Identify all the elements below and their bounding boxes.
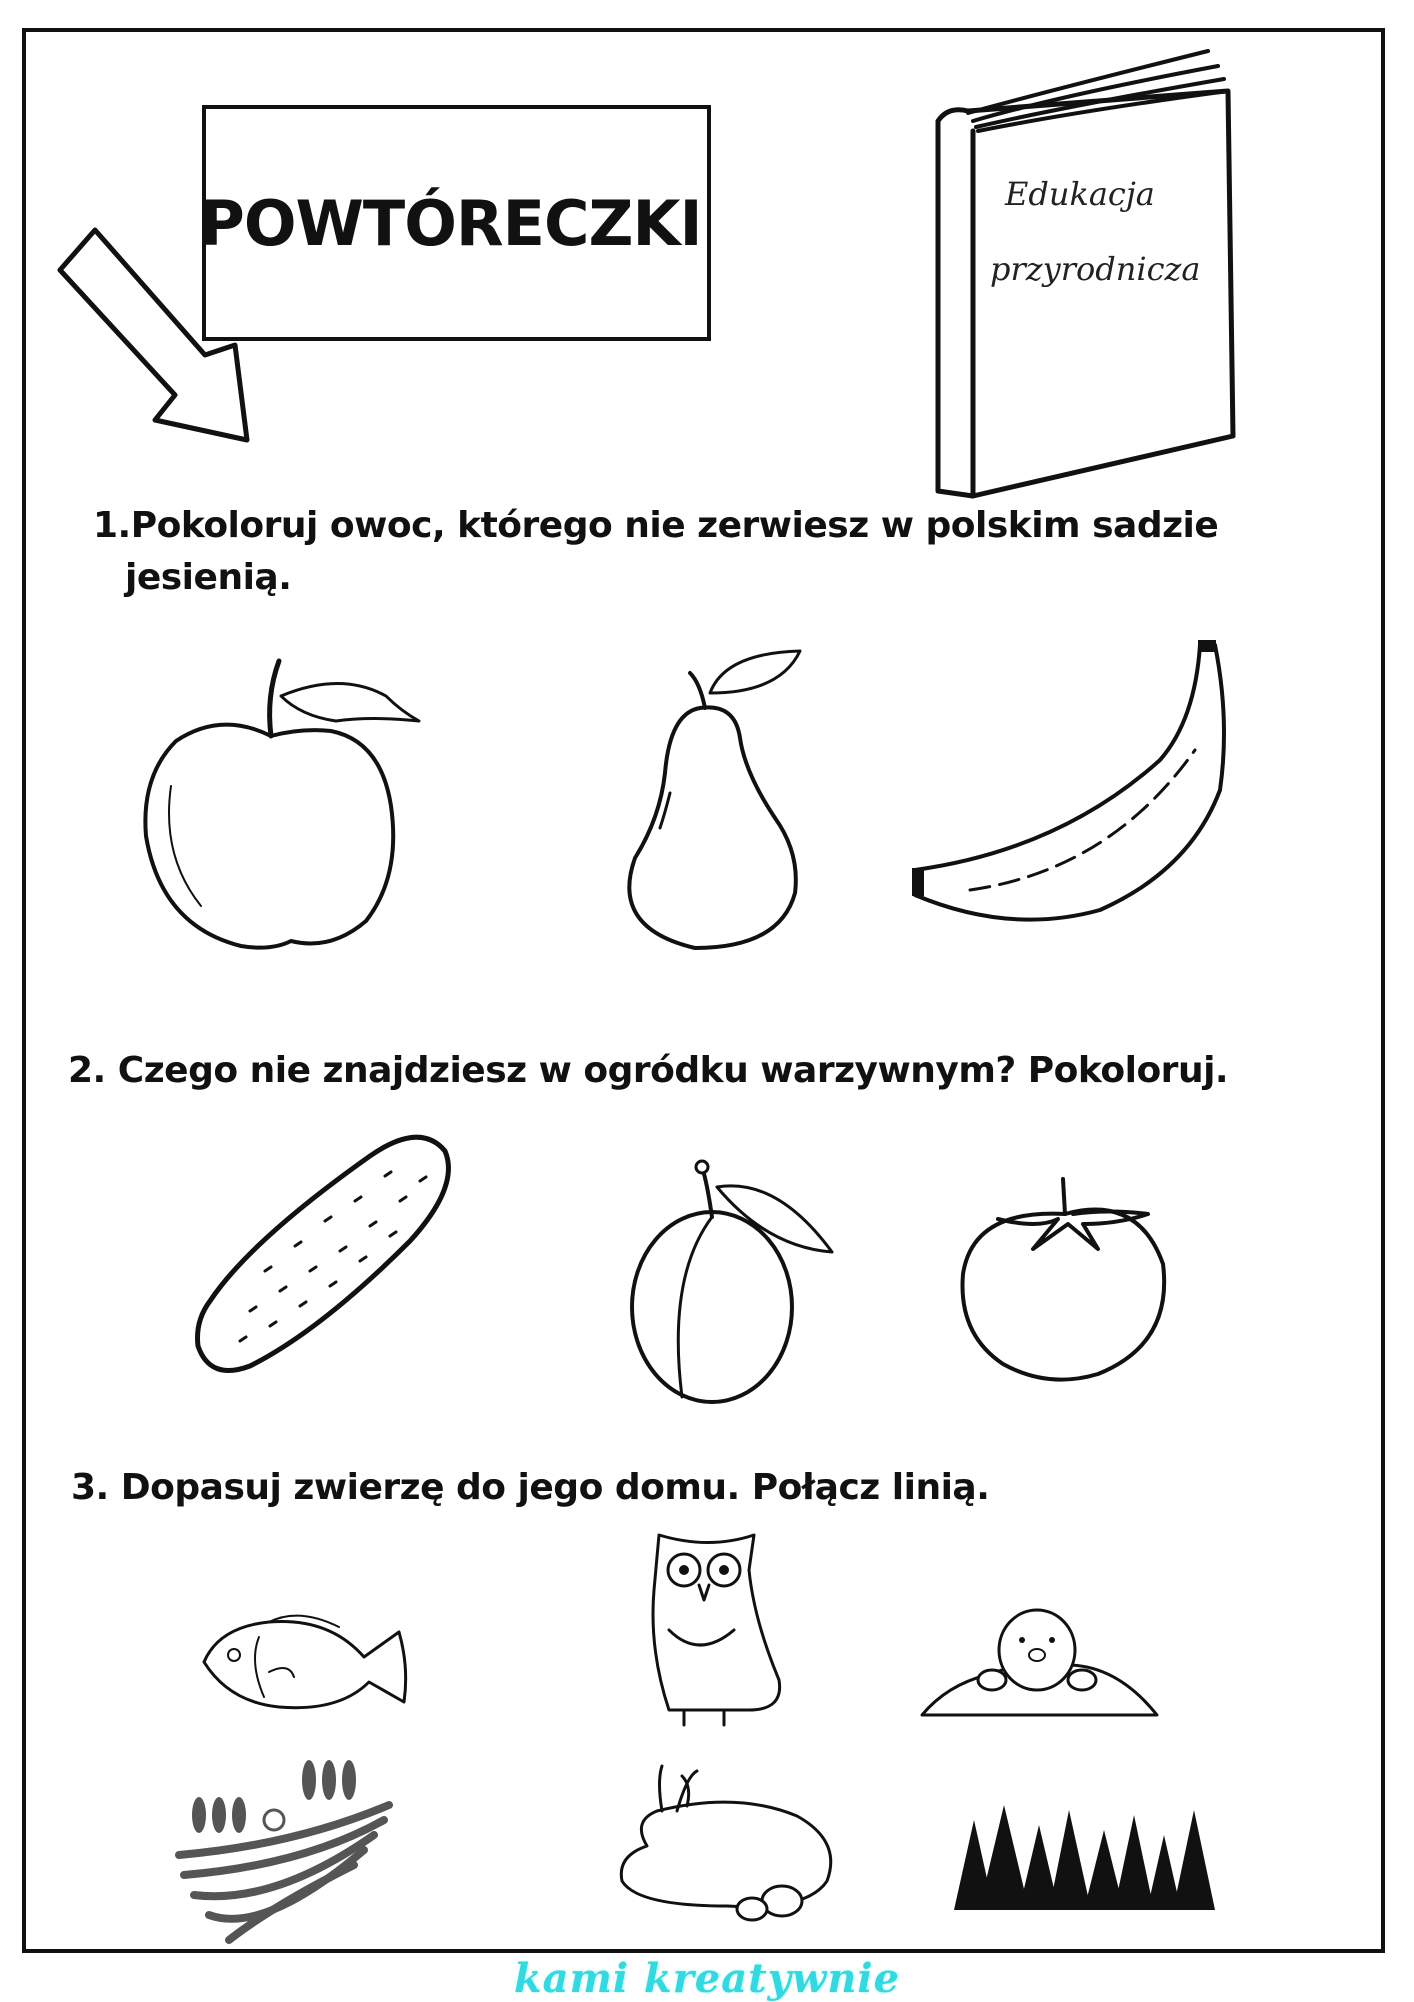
question-1-number: 1. <box>93 505 131 546</box>
question-2-text: Czego nie znajdziesz w ogródku warzywnym… <box>117 1050 1229 1091</box>
question-2: 2. Czego nie znajdziesz w ogródku warzyw… <box>68 1045 1229 1097</box>
pear-drawing[interactable] <box>615 643 805 953</box>
pond-drawing[interactable] <box>617 1761 842 1926</box>
question-1-text-line1: Pokoloruj owoc, którego nie zerwiesz w p… <box>130 505 1219 546</box>
question-2-number: 2. <box>68 1050 106 1091</box>
title-box: POWTÓRECZKI <box>199 105 711 341</box>
mole-drawing[interactable] <box>917 1605 1167 1725</box>
cucumber-drawing[interactable] <box>190 1131 455 1376</box>
footer-brand: kami kreatywnie <box>513 1955 901 2002</box>
plum-drawing[interactable] <box>627 1157 842 1407</box>
field-drawing[interactable] <box>174 1755 394 1950</box>
page-title: POWTÓRECZKI <box>199 186 702 260</box>
fish-drawing[interactable] <box>199 1607 409 1717</box>
question-1: 1.Pokoloruj owoc, którego nie zerwiesz w… <box>93 500 1219 604</box>
tomato-drawing[interactable] <box>958 1174 1173 1384</box>
question-1-text-line2: jesienią. <box>125 557 292 598</box>
owl-drawing[interactable] <box>639 1530 784 1730</box>
arrow-icon <box>57 227 250 443</box>
page-border <box>22 28 1385 1953</box>
book-title-line2: przyrodnicza <box>990 250 1201 288</box>
forest-drawing[interactable] <box>949 1800 1219 1915</box>
question-3-number: 3. <box>71 1467 109 1508</box>
book-title-line1: Edukacja <box>1005 175 1155 213</box>
book-icon <box>935 49 1236 499</box>
banana-drawing[interactable] <box>910 640 1230 930</box>
question-3-text: Dopasuj zwierzę do jego domu. Połącz lin… <box>120 1467 990 1508</box>
apple-drawing[interactable] <box>141 656 421 956</box>
question-3: 3. Dopasuj zwierzę do jego domu. Połącz … <box>71 1462 990 1514</box>
